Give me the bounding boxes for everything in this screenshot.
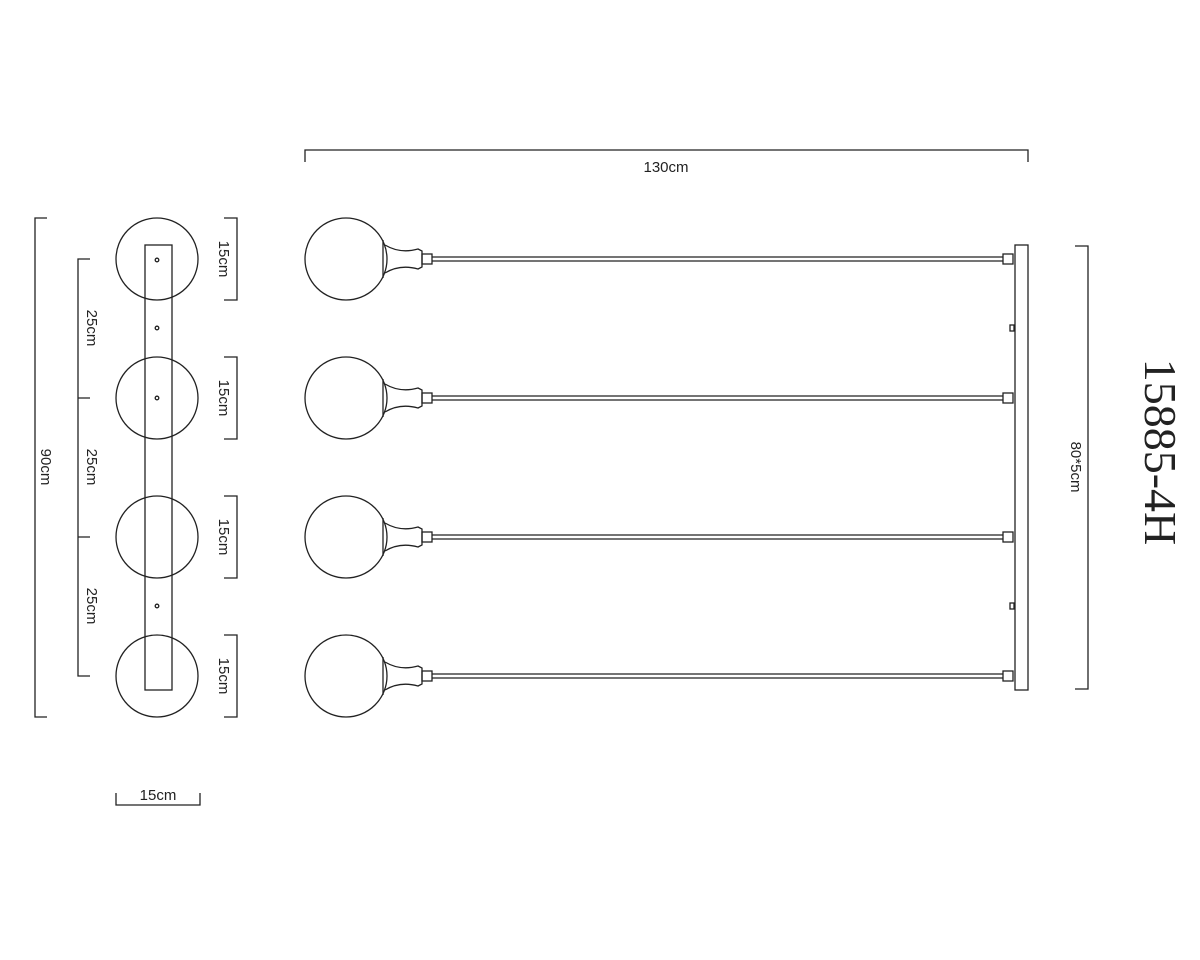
- rod-fitting: [421, 253, 433, 265]
- width-label: 15cm: [140, 787, 177, 804]
- model-number: 15885-4H: [1135, 359, 1186, 546]
- spacing-label-1: 25cm: [83, 310, 100, 347]
- spacing-dimension: 25cm 25cm 25cm: [77, 258, 100, 677]
- globe: [304, 495, 388, 579]
- globe-dimension: 15cm: [215, 217, 238, 301]
- globe-diameter-label: 15cm: [215, 519, 232, 556]
- globe: [304, 356, 388, 440]
- mount-hole: [154, 603, 160, 609]
- height-label: 90cm: [37, 449, 54, 486]
- canopy-label: 80*5cm: [1067, 442, 1084, 493]
- height-dimension: 90cm: [34, 217, 54, 718]
- spacing-label-3: 25cm: [83, 588, 100, 625]
- globe-dimension: 15cm: [215, 634, 238, 718]
- width-dimension: 15cm: [115, 787, 201, 806]
- rod-fitting: [1002, 531, 1014, 543]
- rod: [432, 256, 1003, 262]
- globe-neck: [382, 518, 423, 556]
- top-view: [115, 217, 199, 718]
- globe-neck: [382, 379, 423, 417]
- rod-fitting: [421, 392, 433, 404]
- rod: [432, 673, 1003, 679]
- globe-diameter-label: 15cm: [215, 241, 232, 278]
- globe-top-view: [115, 495, 199, 579]
- mount-hole: [154, 395, 160, 401]
- globe-diameter-label: 15cm: [215, 658, 232, 695]
- pendant-arm: [304, 217, 1014, 301]
- pendant-arm: [304, 356, 1014, 440]
- globe-dimension: 15cm: [215, 495, 238, 579]
- globe-top-view: [115, 356, 199, 440]
- spacing-label-2: 25cm: [83, 449, 100, 486]
- rod: [432, 395, 1003, 401]
- globe-dimension: 15cm: [215, 356, 238, 440]
- rod-fitting: [1002, 670, 1014, 682]
- globe-neck: [382, 657, 423, 695]
- globe-diameter-label: 15cm: [215, 380, 232, 417]
- canopy-dimension: 80*5cm: [1067, 245, 1089, 690]
- globe: [304, 217, 388, 301]
- pendant-arm: [304, 634, 1014, 718]
- canopy-top-view: [144, 244, 173, 691]
- side-view: [304, 217, 1029, 718]
- rod: [432, 534, 1003, 540]
- globe-neck: [382, 240, 423, 278]
- length-label: 130cm: [643, 159, 688, 176]
- mount-screw: [1009, 324, 1015, 332]
- globe-top-view: [115, 634, 199, 718]
- canopy-side-view: [1014, 244, 1029, 691]
- rod-fitting: [421, 531, 433, 543]
- rod-fitting: [1002, 392, 1014, 404]
- pendant-arm: [304, 495, 1014, 579]
- length-dimension: 130cm: [304, 149, 1029, 176]
- mount-hole: [154, 257, 160, 263]
- globe-top-view: [115, 217, 199, 301]
- mount-screw: [1009, 602, 1015, 610]
- rod-fitting: [421, 670, 433, 682]
- globe: [304, 634, 388, 718]
- mount-hole: [154, 325, 160, 331]
- rod-fitting: [1002, 253, 1014, 265]
